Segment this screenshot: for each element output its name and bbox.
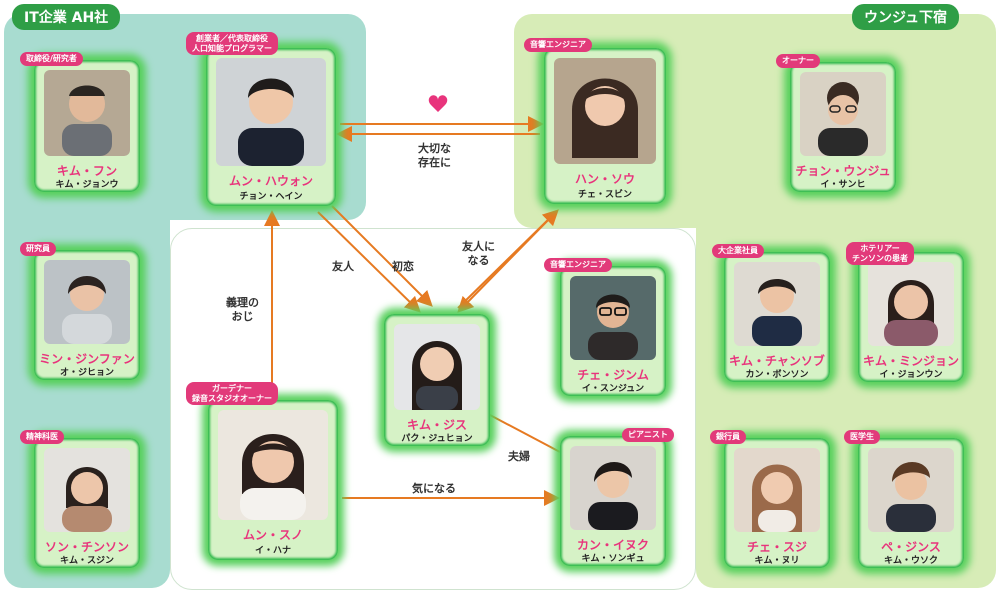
actor-kan-inuku: キム・ソンギュ: [581, 554, 645, 564]
relation-label-became-friends: 友人に なる: [462, 240, 495, 268]
name-kim-minjon: キム・ミンジョン: [862, 354, 959, 368]
card-kim-hun[interactable]: キム・フン キム・ジョンウ: [34, 60, 140, 192]
name-jeong-unju: チョン・ウンジュ: [795, 164, 891, 178]
actor-moon-suno: イ・ハナ: [254, 546, 291, 556]
role-moon-hawon: 創業者／代表取締役 人口知能プログラマー: [186, 32, 278, 56]
role-han-sou: 音響エンジニア: [524, 38, 592, 52]
actor-han-sou: チェ・スビン: [577, 190, 632, 200]
relation-label-interested: 気になる: [412, 482, 456, 495]
portrait-kim-jisu: [394, 324, 480, 410]
card-kan-inuku[interactable]: カン・イヌク キム・ソンギュ: [560, 436, 666, 566]
role-kan-inuku: ピアニスト: [622, 428, 674, 442]
name-moon-suno: ムン・スノ: [242, 528, 303, 542]
role-kim-minjon: ホテリアー チンソンの患者: [846, 242, 914, 266]
portrait-be-jinsu: [868, 448, 954, 532]
name-che-suji: チェ・スジ: [746, 540, 807, 554]
name-han-sou: ハン・ソウ: [574, 172, 635, 186]
role-che-jimu: 音響エンジニア: [544, 258, 612, 272]
card-be-jinsu[interactable]: ペ・ジンス キム・ウソク: [858, 438, 964, 568]
portrait-han-sou: [554, 58, 656, 164]
card-che-jimu[interactable]: チェ・ジンム イ・スンジュン: [560, 266, 666, 396]
role-kim-hun: 取締役/研究者: [20, 52, 83, 66]
portrait-min-jinfan: [44, 260, 130, 344]
portrait-son-chinson: [44, 448, 130, 532]
card-moon-hawon[interactable]: ムン・ハウォン チョン・ヘイン: [206, 48, 336, 206]
portrait-che-jimu: [570, 276, 656, 360]
name-che-jimu: チェ・ジンム: [577, 368, 649, 382]
actor-kim-jisu: パク・ジュヒョン: [401, 434, 473, 444]
actor-jeong-unju: イ・サンヒ: [820, 180, 866, 190]
relation-label-first-love: 初恋: [392, 260, 414, 273]
name-min-jinfan: ミン・ジンファン: [39, 352, 135, 366]
arrow-hawon-to-jisu-firstlove: [331, 205, 433, 307]
group-label-unju-inn: ウンジュ下宿: [852, 4, 960, 30]
role-kim-chansob: 大企業社員: [712, 244, 764, 258]
portrait-jeong-unju: [800, 72, 886, 156]
actor-be-jinsu: キム・ウソク: [883, 556, 938, 566]
arrow-hawon-to-jisu-friend: [317, 211, 421, 313]
actor-min-jinfan: オ・ジヒョン: [59, 368, 114, 378]
name-be-jinsu: ペ・ジンス: [881, 540, 941, 554]
name-kim-hun: キム・フン: [56, 164, 118, 178]
role-son-chinson: 精神科医: [20, 430, 64, 444]
relation-label-uncle-in-law: 義理の おじ: [226, 296, 259, 324]
portrait-kim-hun: [44, 70, 130, 156]
card-kim-chansob[interactable]: キム・チャンソブ カン・ボンソン: [724, 252, 830, 382]
actor-kim-hun: キム・ジョンウ: [55, 180, 119, 190]
portrait-kim-chansob: [734, 262, 820, 346]
group-label-it-company: IT企業 AH社: [12, 4, 121, 30]
relation-label-married: 夫婦: [508, 450, 530, 463]
actor-che-jimu: イ・スンジュン: [581, 384, 645, 394]
role-moon-suno: ガーデナー 録音スタジオオーナー: [186, 382, 278, 406]
card-moon-suno[interactable]: ムン・スノ イ・ハナ: [208, 400, 338, 560]
portrait-moon-suno: [218, 410, 328, 520]
name-kim-jisu: キム・ジス: [406, 418, 467, 432]
heart-icon: [428, 95, 448, 112]
arrow-sou-jisu: [457, 211, 557, 313]
actor-son-chinson: キム・スジン: [59, 556, 114, 566]
role-be-jinsu: 医学生: [844, 430, 880, 444]
card-kim-jisu[interactable]: キム・ジス パク・ジュヒョン: [384, 314, 490, 446]
card-che-suji[interactable]: チェ・スジ キム・ヌリ: [724, 438, 830, 568]
card-min-jinfan[interactable]: ミン・ジンファン オ・ジヒョン: [34, 250, 140, 380]
line-jisu-inuku: [487, 413, 561, 453]
role-che-suji: 銀行員: [710, 430, 746, 444]
card-kim-minjon[interactable]: キム・ミンジョン イ・ジョンウン: [858, 252, 964, 382]
actor-kim-chansob: カン・ボンソン: [745, 370, 809, 380]
name-moon-hawon: ムン・ハウォン: [228, 174, 313, 188]
portrait-kan-inuku: [570, 446, 656, 530]
actor-moon-hawon: チョン・ヘイン: [239, 192, 303, 202]
name-kim-chansob: キム・チャンソブ: [729, 354, 825, 368]
role-min-jinfan: 研究員: [20, 242, 56, 256]
portrait-kim-minjon: [868, 262, 954, 346]
role-jeong-unju: オーナー: [776, 54, 820, 68]
actor-che-suji: キム・ヌリ: [754, 556, 800, 566]
actor-kim-minjon: イ・ジョンウン: [879, 370, 943, 380]
card-jeong-unju[interactable]: チョン・ウンジュ イ・サンヒ: [790, 62, 896, 192]
name-son-chinson: ソン・チンソン: [44, 540, 129, 554]
card-han-sou[interactable]: ハン・ソウ チェ・スビン: [544, 48, 666, 204]
card-son-chinson[interactable]: ソン・チンソン キム・スジン: [34, 438, 140, 568]
relation-label-important: 大切な 存在に: [418, 142, 451, 170]
portrait-che-suji: [734, 448, 820, 532]
portrait-moon-hawon: [216, 58, 326, 166]
name-kan-inuku: カン・イヌク: [576, 538, 649, 552]
relation-label-friend: 友人: [332, 260, 354, 273]
